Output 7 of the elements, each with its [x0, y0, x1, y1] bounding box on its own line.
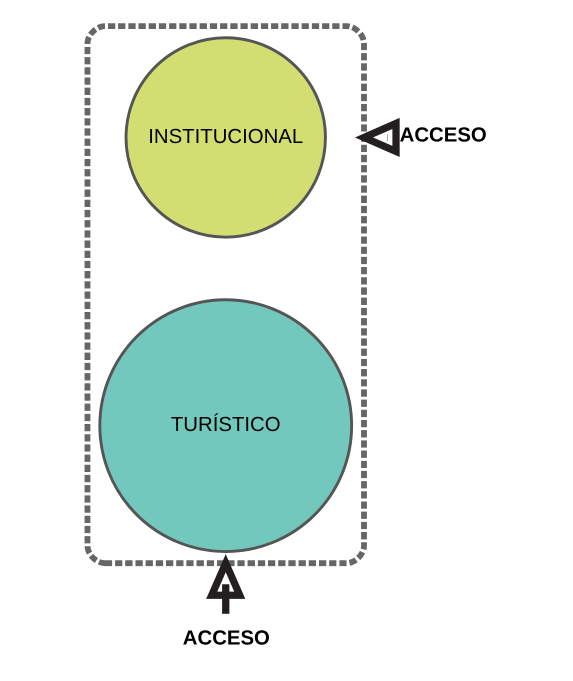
arrow [206, 554, 246, 614]
arrow [354, 118, 400, 158]
node-circle: INSTITUCIONAL [124, 36, 327, 239]
node-text: ACCESO [400, 124, 487, 146]
cluster [84, 23, 367, 566]
node-text: ACCESO [182, 627, 270, 650]
node-circle: TURÍSTICO [98, 298, 354, 553]
